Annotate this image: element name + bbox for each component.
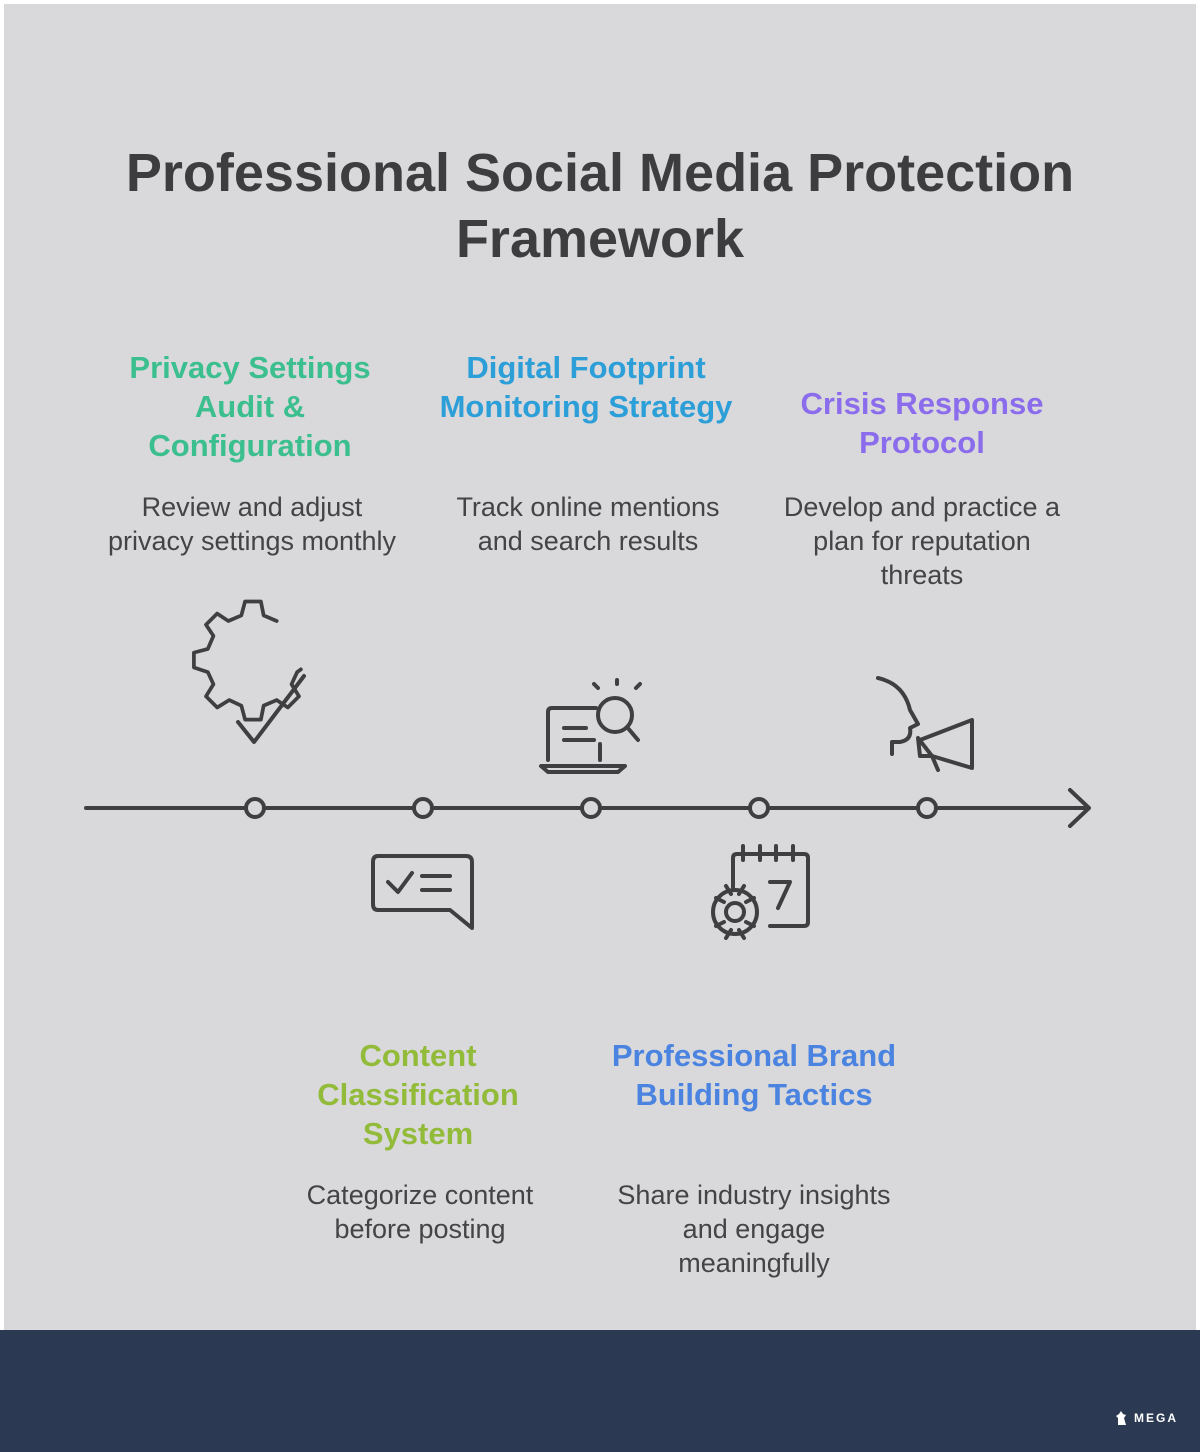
brand-logo-icon — [1116, 1411, 1126, 1425]
page-title: Professional Social Media Protection Fra… — [125, 143, 1075, 269]
step-5-description: Develop and practice a plan for reputati… — [783, 492, 1061, 590]
step-2-description: Categorize content before posting — [306, 1180, 534, 1244]
step-1-title: Privacy Settings Audit & Configuration — [129, 350, 371, 463]
timeline-node-2 — [412, 797, 434, 819]
timeline-node-3 — [580, 797, 602, 819]
gear-check-icon — [192, 599, 306, 744]
footer-brand[interactable]: MEGA — [1115, 1410, 1178, 1426]
timeline-node-5 — [916, 797, 938, 819]
timeline-arrowhead — [1068, 788, 1091, 828]
timeline-node-1 — [244, 797, 266, 819]
step-3-description: Track online mentions and search results — [456, 492, 720, 556]
step-3-title: Digital Footprint Monitoring Strategy — [439, 350, 733, 424]
content-panel — [4, 4, 1196, 1330]
footer-bar — [0, 1330, 1200, 1452]
calendar-gear-icon — [711, 844, 810, 940]
step-4-description: Share industry insights and engage meani… — [617, 1180, 891, 1278]
laptop-search-icon — [539, 678, 642, 774]
step-5-title: Crisis Response Protocol — [800, 386, 1044, 460]
megaphone-head-icon — [876, 676, 974, 772]
timeline-node-4 — [748, 797, 770, 819]
checklist-chat-icon — [371, 854, 474, 930]
step-4-title: Professional Brand Building Tactics — [611, 1038, 897, 1112]
step-1-description: Review and adjust privacy settings month… — [107, 492, 397, 556]
step-2-title: Content Classification System — [317, 1038, 519, 1151]
brand-name: MEGA — [1134, 1411, 1178, 1425]
